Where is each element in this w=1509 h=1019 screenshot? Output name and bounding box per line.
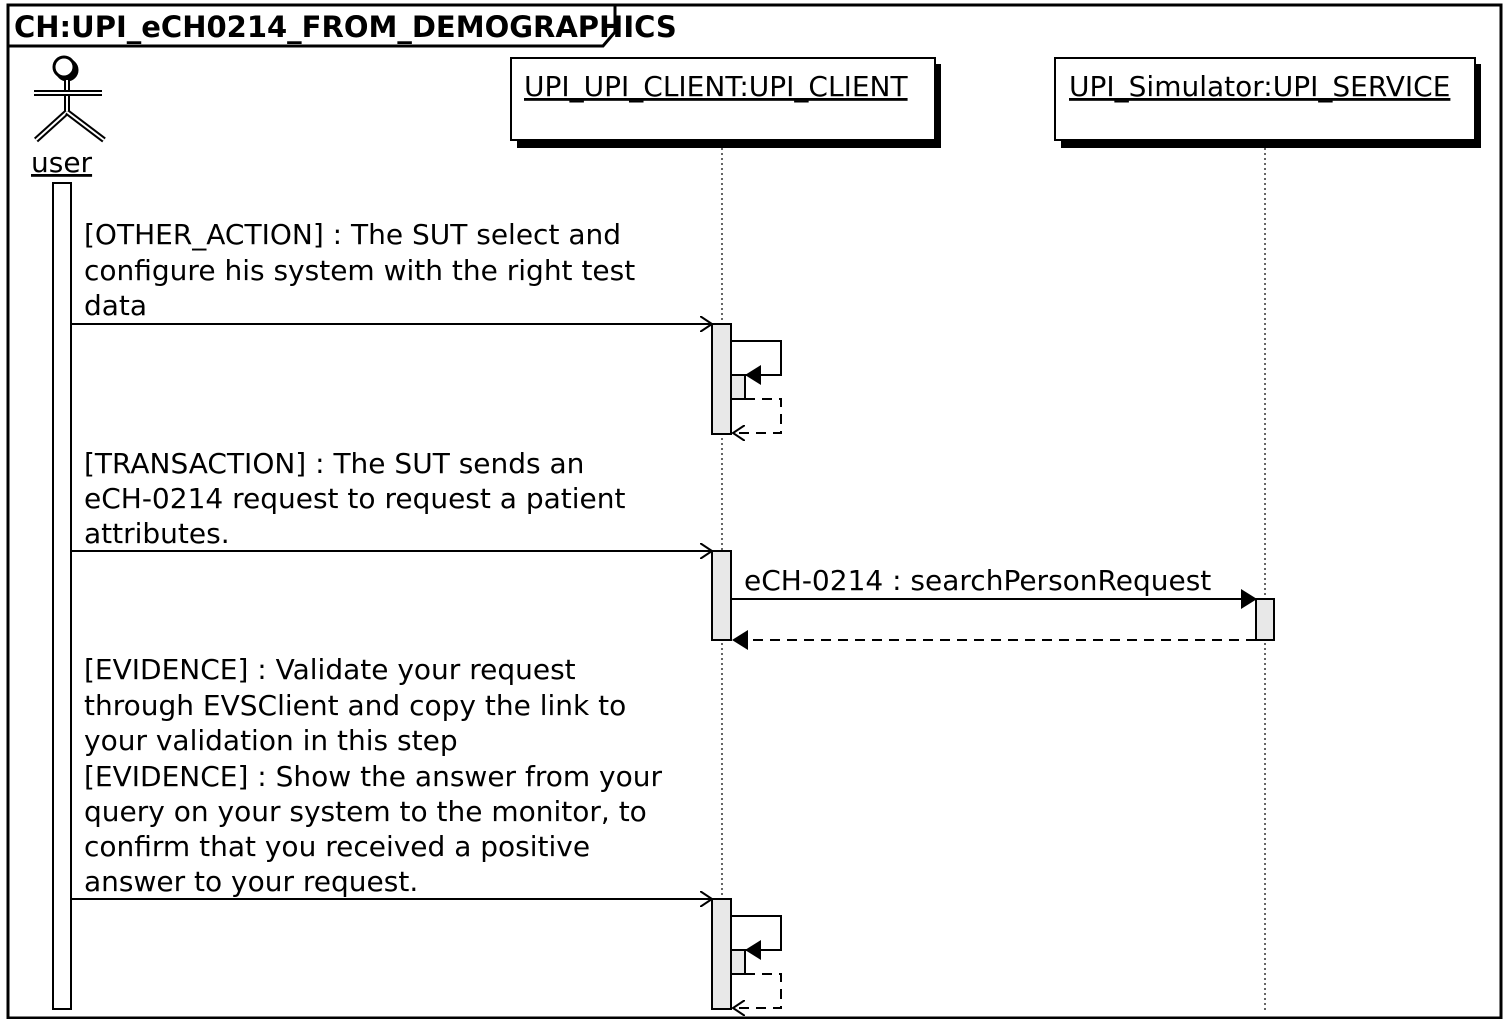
participant-upi-service-label: UPI_Simulator:UPI_SERVICE bbox=[1069, 70, 1450, 103]
client-activation-2 bbox=[711, 550, 732, 641]
frame-title: CH:UPI_eCH0214_FROM_DEMOGRAPHICS bbox=[14, 10, 677, 44]
actor-user-label: user bbox=[31, 146, 93, 179]
user-activation-bar bbox=[52, 182, 72, 1010]
self-call-1 bbox=[730, 340, 782, 433]
message-evidence: [EVIDENCE] : Validate your request throu… bbox=[71, 653, 712, 899]
message-search-person-request: eCH-0214 : searchPersonRequest bbox=[731, 564, 1257, 609]
participant-upi-client-label: UPI_UPI_CLIENT:UPI_CLIENT bbox=[524, 70, 908, 103]
actor-user: user bbox=[31, 55, 106, 179]
actor-stick-figure-icon bbox=[33, 55, 106, 143]
sequence-frame bbox=[6, 3, 1503, 1019]
participant-upi-service: UPI_Simulator:UPI_SERVICE bbox=[1054, 57, 1481, 148]
participant-upi-client: UPI_UPI_CLIENT:UPI_CLIENT bbox=[510, 57, 941, 148]
message-evidence-text: [EVIDENCE] : Validate your request throu… bbox=[84, 653, 671, 898]
message-search-person-request-text: eCH-0214 : searchPersonRequest bbox=[744, 564, 1211, 597]
message-transaction-text: [TRANSACTION] : The SUT sends an eCH-021… bbox=[84, 447, 634, 550]
message-other-action-text: [OTHER_ACTION] : The SUT select and conf… bbox=[84, 218, 644, 322]
client-activation-3 bbox=[711, 898, 732, 1010]
client-activation-1 bbox=[711, 323, 732, 435]
self-call-2 bbox=[730, 915, 782, 1008]
message-other-action: [OTHER_ACTION] : The SUT select and conf… bbox=[71, 218, 712, 324]
service-activation bbox=[1255, 598, 1275, 641]
frame-title-tab bbox=[8, 3, 617, 48]
message-transaction: [TRANSACTION] : The SUT sends an eCH-021… bbox=[71, 447, 712, 551]
